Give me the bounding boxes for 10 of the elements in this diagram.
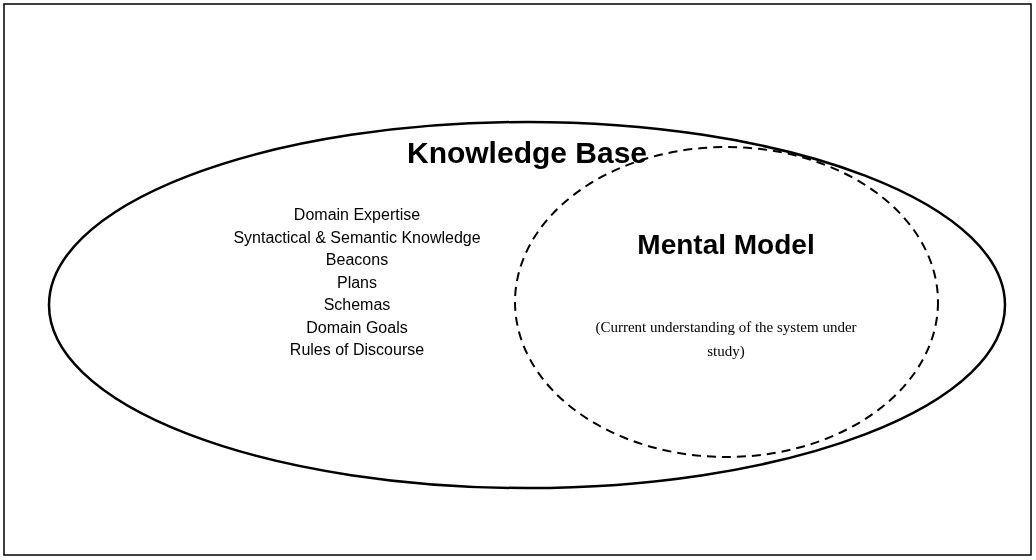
list-item: Domain Goals: [306, 318, 408, 337]
list-item: Schemas: [323, 296, 391, 314]
list-item: Domain Expertise: [293, 206, 421, 224]
list-item: Beacons: [325, 251, 389, 269]
list-item: Plans: [337, 273, 377, 292]
heading: Mental Model: [637, 229, 815, 261]
list-item: Rules of Discourse: [289, 341, 425, 359]
heading: Knowledge Base: [406, 136, 648, 170]
list-item: Syntactical & Semantic Knowledge: [233, 228, 481, 247]
description: (Current understanding of the system under study): [594, 318, 858, 361]
